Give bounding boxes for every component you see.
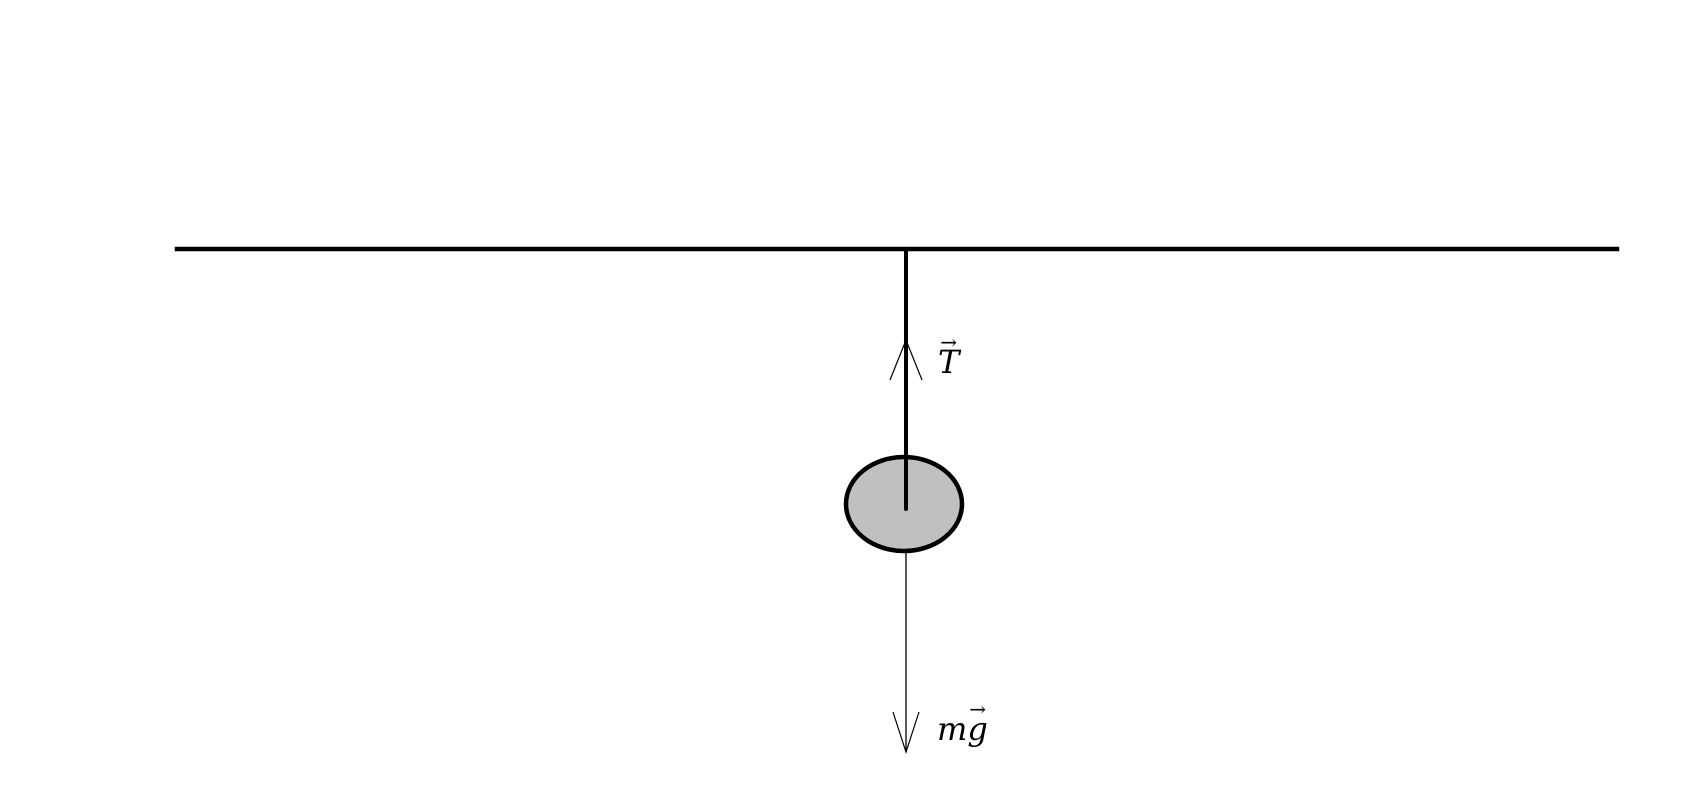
- weight-label: m → g: [937, 699, 988, 748]
- weight-arrowhead-icon: [892, 711, 920, 754]
- gravity-symbol-text: g: [967, 710, 988, 748]
- mass-symbol-text: m: [937, 710, 968, 748]
- tension-arrowhead-icon: [889, 338, 923, 381]
- vector-arrow-icon: →: [969, 697, 986, 721]
- gravity-vector-symbol: → g: [967, 699, 988, 748]
- tension-label: → T: [938, 332, 960, 381]
- vector-arrow-icon: →: [940, 330, 958, 354]
- tension-vector-symbol: → T: [938, 332, 960, 381]
- tension-symbol-text: T: [938, 343, 960, 381]
